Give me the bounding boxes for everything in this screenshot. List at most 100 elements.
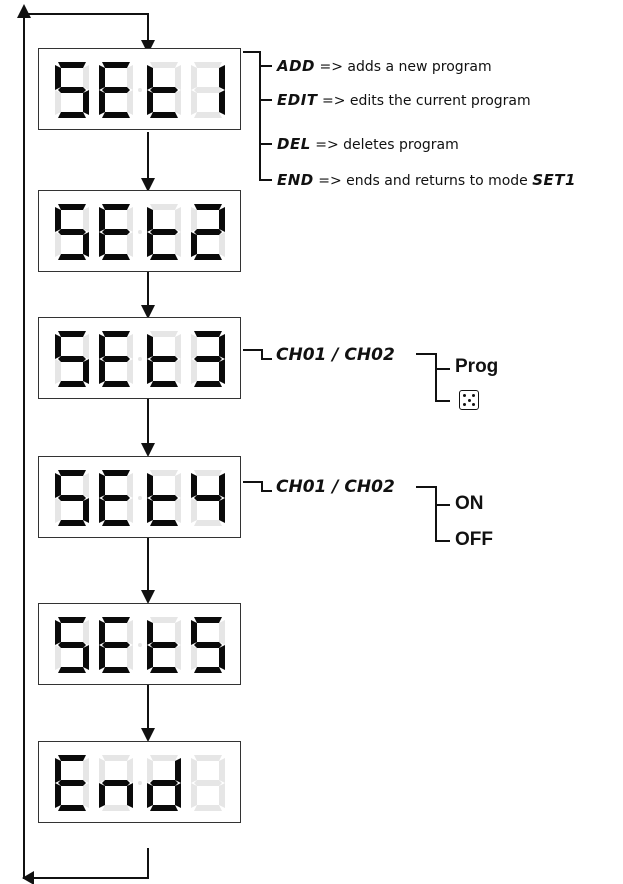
segment bbox=[83, 498, 89, 523]
segment bbox=[150, 780, 178, 786]
segment bbox=[147, 359, 153, 384]
arrow-head bbox=[141, 305, 155, 319]
segment bbox=[219, 498, 225, 523]
segment bbox=[150, 356, 178, 362]
segment bbox=[127, 232, 133, 257]
segment bbox=[147, 758, 153, 783]
segment bbox=[175, 359, 181, 384]
segment bbox=[194, 254, 222, 260]
segment bbox=[175, 207, 181, 232]
menu-code: ADD bbox=[277, 57, 316, 75]
menu-item-end: END => ends and returns to mode SET1 bbox=[277, 171, 576, 190]
segment bbox=[194, 62, 222, 68]
display-set1 bbox=[38, 48, 241, 130]
display-set2 bbox=[38, 190, 241, 272]
segment bbox=[127, 90, 133, 115]
segment bbox=[150, 62, 178, 68]
menu-desc: => ends and returns to mode bbox=[318, 173, 528, 189]
segment bbox=[58, 495, 86, 501]
segment bbox=[194, 112, 222, 118]
arrow-head bbox=[141, 40, 155, 54]
segment bbox=[194, 642, 222, 648]
menu-tail-code: SET1 bbox=[532, 171, 576, 189]
segment bbox=[55, 758, 61, 783]
segment bbox=[127, 65, 133, 90]
colon-dot bbox=[138, 88, 142, 92]
segment bbox=[55, 359, 61, 384]
segment bbox=[99, 498, 105, 523]
segment bbox=[102, 642, 130, 648]
segment bbox=[99, 90, 105, 115]
segment bbox=[58, 520, 86, 526]
menu-code: DEL bbox=[277, 135, 311, 153]
dice-icon bbox=[459, 390, 479, 410]
segment bbox=[55, 65, 61, 90]
segment bbox=[194, 229, 222, 235]
segment bbox=[102, 87, 130, 93]
segment bbox=[150, 112, 178, 118]
segment bbox=[219, 473, 225, 498]
segment bbox=[194, 331, 222, 337]
segment bbox=[127, 498, 133, 523]
segment bbox=[55, 334, 61, 359]
segment bbox=[102, 755, 130, 761]
segment bbox=[219, 758, 225, 783]
segment bbox=[150, 229, 178, 235]
segment bbox=[175, 645, 181, 670]
segment bbox=[147, 498, 153, 523]
segment bbox=[175, 90, 181, 115]
segment bbox=[194, 520, 222, 526]
segment bbox=[191, 473, 197, 498]
segment bbox=[194, 780, 222, 786]
segment bbox=[147, 90, 153, 115]
segment bbox=[191, 207, 197, 232]
segment bbox=[175, 232, 181, 257]
segment bbox=[58, 62, 86, 68]
segment bbox=[58, 112, 86, 118]
segment bbox=[55, 645, 61, 670]
arrow-head-left bbox=[22, 871, 34, 884]
segment bbox=[83, 207, 89, 232]
segment bbox=[55, 232, 61, 257]
display-end bbox=[38, 741, 241, 823]
segment bbox=[219, 620, 225, 645]
segment bbox=[147, 620, 153, 645]
segment bbox=[191, 783, 197, 808]
segment bbox=[175, 758, 181, 783]
segment bbox=[102, 356, 130, 362]
segment bbox=[55, 783, 61, 808]
segment bbox=[102, 470, 130, 476]
set4-channel-label: CH01 / CH02 bbox=[276, 477, 395, 497]
segment bbox=[175, 65, 181, 90]
segment bbox=[150, 331, 178, 337]
segment bbox=[102, 229, 130, 235]
segment bbox=[150, 520, 178, 526]
segment bbox=[150, 470, 178, 476]
segment bbox=[175, 783, 181, 808]
segment bbox=[102, 112, 130, 118]
segment bbox=[58, 780, 86, 786]
segment bbox=[127, 783, 133, 808]
segment bbox=[102, 62, 130, 68]
segment bbox=[99, 473, 105, 498]
colon-dot bbox=[138, 781, 142, 785]
segment bbox=[127, 473, 133, 498]
segment bbox=[175, 498, 181, 523]
segment bbox=[58, 254, 86, 260]
segment bbox=[55, 207, 61, 232]
segment bbox=[219, 334, 225, 359]
segment bbox=[150, 381, 178, 387]
menu-item-del: DEL => deletes program bbox=[277, 135, 459, 154]
arrow-head bbox=[141, 728, 155, 742]
segment bbox=[194, 755, 222, 761]
arrow-head bbox=[141, 443, 155, 457]
segment bbox=[150, 87, 178, 93]
segment bbox=[194, 667, 222, 673]
set4-option-on: ON bbox=[455, 493, 484, 514]
segment bbox=[99, 620, 105, 645]
segment bbox=[55, 90, 61, 115]
segment bbox=[83, 90, 89, 115]
segment bbox=[150, 805, 178, 811]
arrow-head-up bbox=[17, 4, 31, 18]
